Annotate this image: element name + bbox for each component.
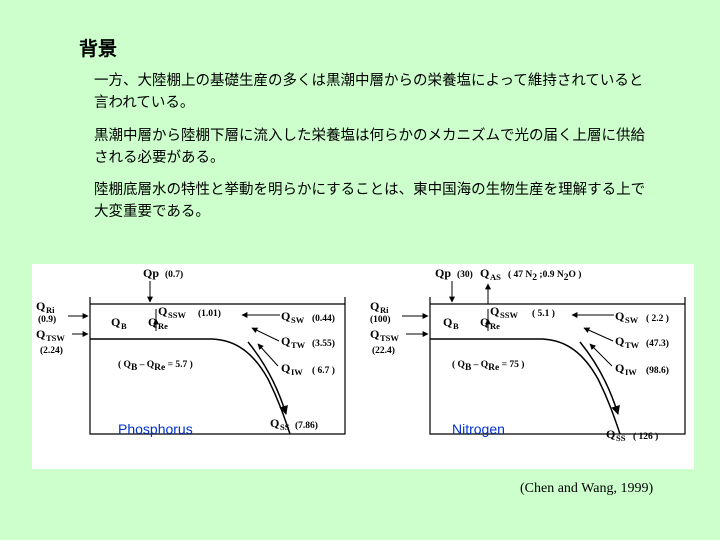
p-qp-value: (0.7) [165,269,183,280]
p-qtsw-label: Q [36,327,45,341]
phosphorus-panel: Qp (0.7) Q Ri (0.9) Q TSW (2.24) Q B Q R… [36,266,346,437]
nitrogen-label: Nitrogen [452,421,505,437]
p-qss-value: (7.86) [295,420,318,431]
n-qss-arrow [579,341,620,415]
paragraph-2: 黒潮中層から陸棚下層に流入した栄養塩は何らかのメカニズムで光の届く上層に供給され… [94,128,645,166]
nitrogen-panel: Qp (30) Q AS ( 47 N2 ;0.9 N2O ) Q Ri (10… [370,266,686,443]
n-qiw-sub: IW [625,367,637,377]
p-qtw-label: Q [281,334,290,348]
paragraph-3: 陸棚底層水の特性と挙動を明らかにすることは、東中国海の生物生産を理解する上で大変… [94,182,646,220]
p-qssw-sub: SSW [168,310,186,320]
n-qiw-label: Q [615,361,624,375]
phosphorus-label: Phosphorus [118,421,193,437]
p-shelf-slope [90,338,291,435]
p-qb-sub: B [121,321,127,331]
p-qss-sub: SS [280,422,290,432]
n-qtw-arrow [583,327,614,342]
n-qri-value: (100) [370,314,391,325]
p-qtsw-value: (2.24) [40,345,63,356]
n-qsw-value: ( 2.2 ) [646,313,669,324]
p-qri-label: Q [36,299,45,313]
n-qri-sub: Ri [380,305,389,315]
n-qb-sub: B [453,321,459,331]
paragraph-1: 一方、大陸棚上の基礎生産の多くは黒潮中層からの栄養塩によって維持されていると言わ… [94,73,644,111]
n-qtsw-label: Q [370,327,379,341]
p-qiw-sub: IW [291,367,303,377]
n-qssw-value: ( 5.1 ) [532,308,555,319]
n-qtsw-sub: TSW [380,333,399,343]
n-qri-label: Q [370,299,379,313]
n-qtw-value: (47.3) [646,338,669,349]
n-qss-value: ( 126 ) [633,431,658,442]
p-qsw-sub: SW [291,315,305,325]
citation: (Chen and Wang, 1999) [520,481,654,496]
n-balance-text: ( QB – QRe = 75 ) [452,359,524,373]
nutrient-budget-figure: Qp (0.7) Q Ri (0.9) Q TSW (2.24) Q B Q R… [32,264,694,469]
n-qre-label: Q [480,315,489,329]
p-qiw-value: ( 6.7 ) [312,365,335,376]
p-box-outline [89,297,346,435]
p-balance-text: ( QB – QRe = 5.7 ) [118,359,193,373]
p-qsw-label: Q [281,309,290,323]
p-qri-sub: Ri [46,305,55,315]
p-qtw-arrow [251,327,280,342]
p-qsw-value: (0.44) [312,313,335,324]
n-qiw-arrow [589,343,613,367]
n-qss-label: Q [606,427,615,441]
n-qsw-label: Q [615,309,624,323]
n-qp-label: Qp [435,266,451,280]
p-qiw-label: Q [281,361,290,375]
n-qas-sub: AS [490,272,501,282]
n-qtsw-value: (22.4) [372,345,395,356]
p-qb-label: Q [111,315,120,329]
p-qssw-label: Q [158,304,167,318]
slide-title: 背景 [79,38,118,60]
p-qssw-value: (1.01) [198,308,221,319]
n-qtw-sub: TW [625,340,640,350]
n-qre-sub: Re [490,321,500,331]
n-qss-sub: SS [616,433,626,443]
n-box-outline [429,297,686,435]
n-qas-value: ( 47 N2 ;0.9 N2O ) [508,269,581,283]
n-qiw-value: (98.6) [646,365,669,376]
p-qtw-value: (3.55) [312,338,335,349]
n-shelf-slope [430,338,621,435]
n-qssw-label: Q [490,304,499,318]
p-qri-value: (0.9) [38,314,56,325]
p-qtsw-sub: TSW [46,333,65,343]
p-qss-label: Q [270,416,279,430]
p-qtw-sub: TW [291,340,306,350]
p-qre-label: Q [148,315,157,329]
p-qre-sub: Re [158,321,168,331]
n-qtw-label: Q [615,334,624,348]
nutrient-budget-diagrams: Qp (0.7) Q Ri (0.9) Q TSW (2.24) Q B Q R… [36,266,686,443]
p-qiw-arrow [257,343,279,367]
p-qss-arrow [247,341,288,415]
n-qssw-sub: SSW [500,310,518,320]
n-qas-label: Q [480,266,489,280]
n-qb-label: Q [443,315,452,329]
n-qp-value: (30) [457,269,473,280]
n-qsw-sub: SW [625,315,639,325]
p-qp-label: Qp [143,266,159,280]
